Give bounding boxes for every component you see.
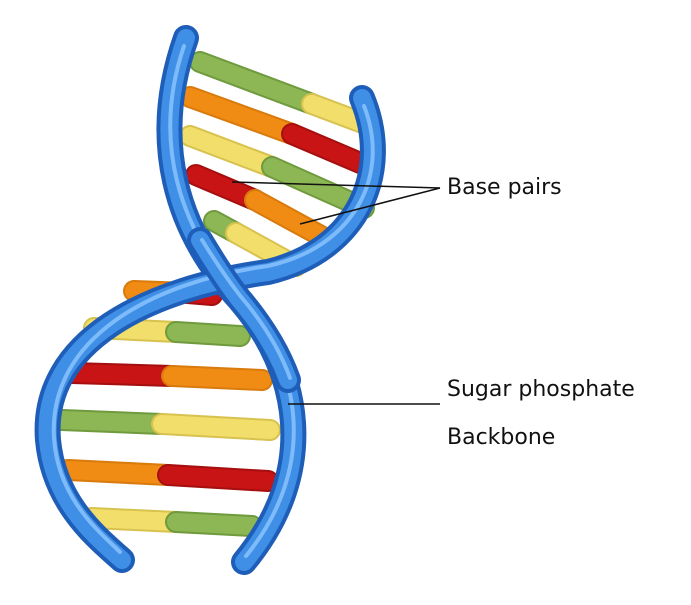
backbone-label-line1: Sugar phosphate <box>447 377 635 402</box>
base-pair-rung <box>61 362 273 391</box>
base-pair-rung <box>51 409 281 441</box>
base-pair-rung <box>179 86 383 179</box>
label-leaders <box>231 181 441 405</box>
backbone-label-line2: Backbone <box>447 425 555 450</box>
base-pair-rung <box>81 507 263 537</box>
base-pairs-leader-2 <box>299 187 441 225</box>
sugar-phosphate-backbone <box>34 25 386 575</box>
base-pair-rung <box>57 459 279 492</box>
base-pairs-leader-1 <box>231 181 441 189</box>
base-pairs-label: Base pairs <box>447 175 562 200</box>
